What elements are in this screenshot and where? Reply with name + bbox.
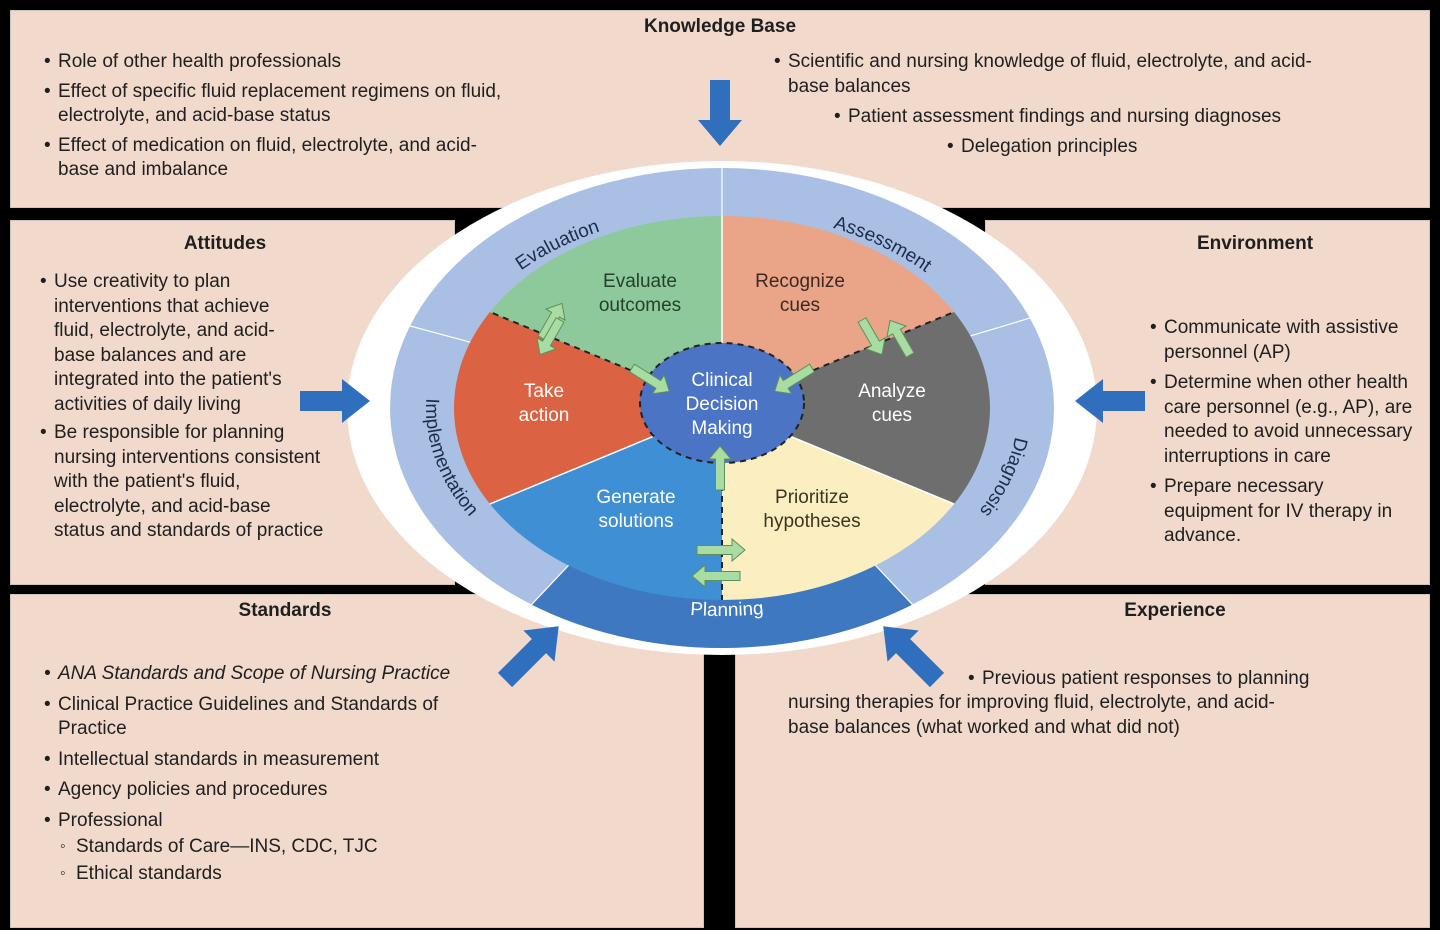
list-item: Agency policies and procedures	[42, 778, 512, 803]
arrow-icon-recognize-to-analyze	[857, 317, 886, 356]
knowledge-right-list-3: Delegation principles	[945, 135, 1245, 160]
list-item: Ethical standards	[42, 862, 512, 887]
list-item: Effect of medication on fluid, electroly…	[42, 134, 508, 183]
wedge-label-line: Take	[524, 381, 564, 402]
experience-title: Experience	[1124, 600, 1226, 621]
list-item: Role of other health professionals	[42, 50, 582, 75]
list-item: Prepare necessary equipment for IV thera…	[1148, 475, 1414, 549]
wedge-label-evaluate: Evaluate outcomes	[599, 271, 681, 316]
environment-list: Communicate with assistive personnel (AP…	[1148, 316, 1413, 549]
wedge-generate	[489, 408, 722, 600]
list-item: Delegation principles	[945, 135, 1245, 160]
center-label-line: Making	[691, 418, 752, 439]
list-item: Communicate with assistive personnel (AP…	[1148, 316, 1404, 365]
attitudes-title: Attitudes	[183, 233, 267, 254]
center-label-line: Decision	[686, 394, 759, 415]
arrow-icon-evaluate-to-take-shape	[536, 317, 565, 356]
wedge-label-line: cues	[780, 295, 820, 316]
knowledge-right-list: Scientific and nursing knowledge of flui…	[772, 50, 1352, 99]
standards-list: ANA Standards and Scope of Nursing Pract…	[42, 662, 512, 886]
arrow-icon-evaluate-to-take	[536, 317, 565, 356]
arrow-icon-standards-shape	[497, 626, 559, 688]
wedge-label-generate: Generate solutions	[596, 487, 675, 532]
arrow-icon-experience-shape	[883, 626, 945, 688]
ring-divider	[871, 561, 913, 606]
dashed-divider	[721, 311, 955, 409]
arrow-icon-evaluate-to-center	[628, 363, 670, 395]
dashed-divider	[489, 311, 723, 409]
arrow-icon-experience	[883, 626, 945, 688]
wedge-label-recognize: Recognize cues	[755, 271, 845, 316]
arrow-icon-analyze-to-recognize-shape	[886, 319, 915, 358]
arrow-icon-recognize-to-center	[774, 363, 816, 395]
list-item: Previous patient responses to planning	[966, 667, 1386, 692]
list-item: Scientific and nursing knowledge of flui…	[772, 50, 1352, 99]
arrow-icon-evaluate-to-center-shape	[628, 363, 670, 395]
ring-divider	[964, 317, 1030, 339]
list-item: ANA Standards and Scope of Nursing Pract…	[42, 662, 512, 687]
arrow-icon-standards	[497, 626, 559, 688]
experience-list-2: nursing therapies for improving fluid, e…	[788, 691, 1308, 740]
wedge-label-line: Recognize	[755, 271, 845, 292]
arrow-icon-recognize-to-analyze-shape	[857, 317, 886, 356]
wedge-label-line: Evaluate	[603, 271, 677, 292]
arrow-icon-prioritize-to-generate	[691, 563, 741, 589]
list-item: Use creativity to plan interventions tha…	[38, 270, 314, 417]
arrow-icon-knowledge-shape	[698, 80, 742, 146]
wedge-label-prioritize: Prioritize hypotheses	[763, 487, 860, 532]
wedge-prioritize	[722, 408, 955, 600]
wedge-label-take: Take action	[519, 381, 570, 426]
ring-label-planning-path: Planning	[690, 598, 765, 621]
list-item: Standards of Care—INS, CDC, TJC	[42, 835, 512, 860]
wedge-label-analyze: Analyze cues	[858, 381, 926, 426]
arrow-icon-recognize-to-center-shape	[774, 363, 816, 395]
wedge-label-line: action	[519, 405, 570, 426]
environment-title: Environment	[1196, 233, 1314, 254]
list-item: Effect of specific fluid replacement reg…	[42, 80, 582, 129]
wedge-evaluate	[489, 216, 722, 408]
arrow-icon-generate-to-prioritize	[696, 537, 746, 563]
knowledge-right-list-2: Patient assessment findings and nursing …	[832, 105, 1392, 130]
wedge-take	[454, 312, 722, 504]
ring-divider	[531, 561, 573, 606]
knowledge-base-title: Knowledge Base	[643, 16, 797, 37]
center-label-line: Clinical	[691, 370, 752, 391]
wedge-label-line: Analyze	[858, 381, 926, 402]
arrow-icon-environment	[1075, 379, 1145, 423]
list-item: Intellectual standards in measurement	[42, 748, 512, 773]
list-item: Patient assessment findings and nursing …	[832, 105, 1392, 130]
knowledge-left-list: Role of other health professionals Effec…	[42, 50, 582, 183]
list-item: Clinical Practice Guidelines and Standar…	[42, 693, 512, 742]
wedge-label-line: Generate	[596, 487, 675, 508]
wedge-label-line: Prioritize	[775, 487, 849, 508]
arrow-icon-attitudes-shape	[300, 379, 370, 423]
attitudes-list: Use creativity to plan interventions tha…	[38, 270, 338, 544]
list-item: nursing therapies for improving fluid, e…	[788, 692, 1275, 738]
arrow-icon-prioritize-to-generate-shape	[691, 563, 741, 589]
list-item: Be responsible for planning nursing inte…	[38, 421, 326, 544]
arrow-icon-knowledge	[698, 80, 742, 146]
list-item: Determine when other health care personn…	[1148, 371, 1413, 469]
arrow-icon-analyze-to-recognize	[886, 319, 915, 358]
list-item: Professional	[42, 809, 512, 834]
experience-list: Previous patient responses to planning	[966, 667, 1386, 692]
wedge-label-line: cues	[872, 405, 912, 426]
wedge-label-line: solutions	[599, 511, 674, 532]
wedge-label-line: hypotheses	[763, 511, 860, 532]
arrow-icon-generate-to-prioritize-shape	[696, 537, 746, 563]
wedge-label-line: outcomes	[599, 295, 681, 316]
ring-label-planning: Planning	[690, 598, 765, 621]
wedge-analyze	[722, 312, 990, 504]
standards-title: Standards	[238, 600, 332, 621]
ring-divider	[409, 325, 476, 345]
arrow-icon-prioritize-to-center-shape	[707, 445, 733, 491]
arrow-icon-prioritize-to-center	[707, 445, 733, 491]
arrow-icon-attitudes	[300, 379, 370, 423]
arrow-icon-environment-shape	[1075, 379, 1145, 423]
experience-panel	[735, 594, 1430, 928]
